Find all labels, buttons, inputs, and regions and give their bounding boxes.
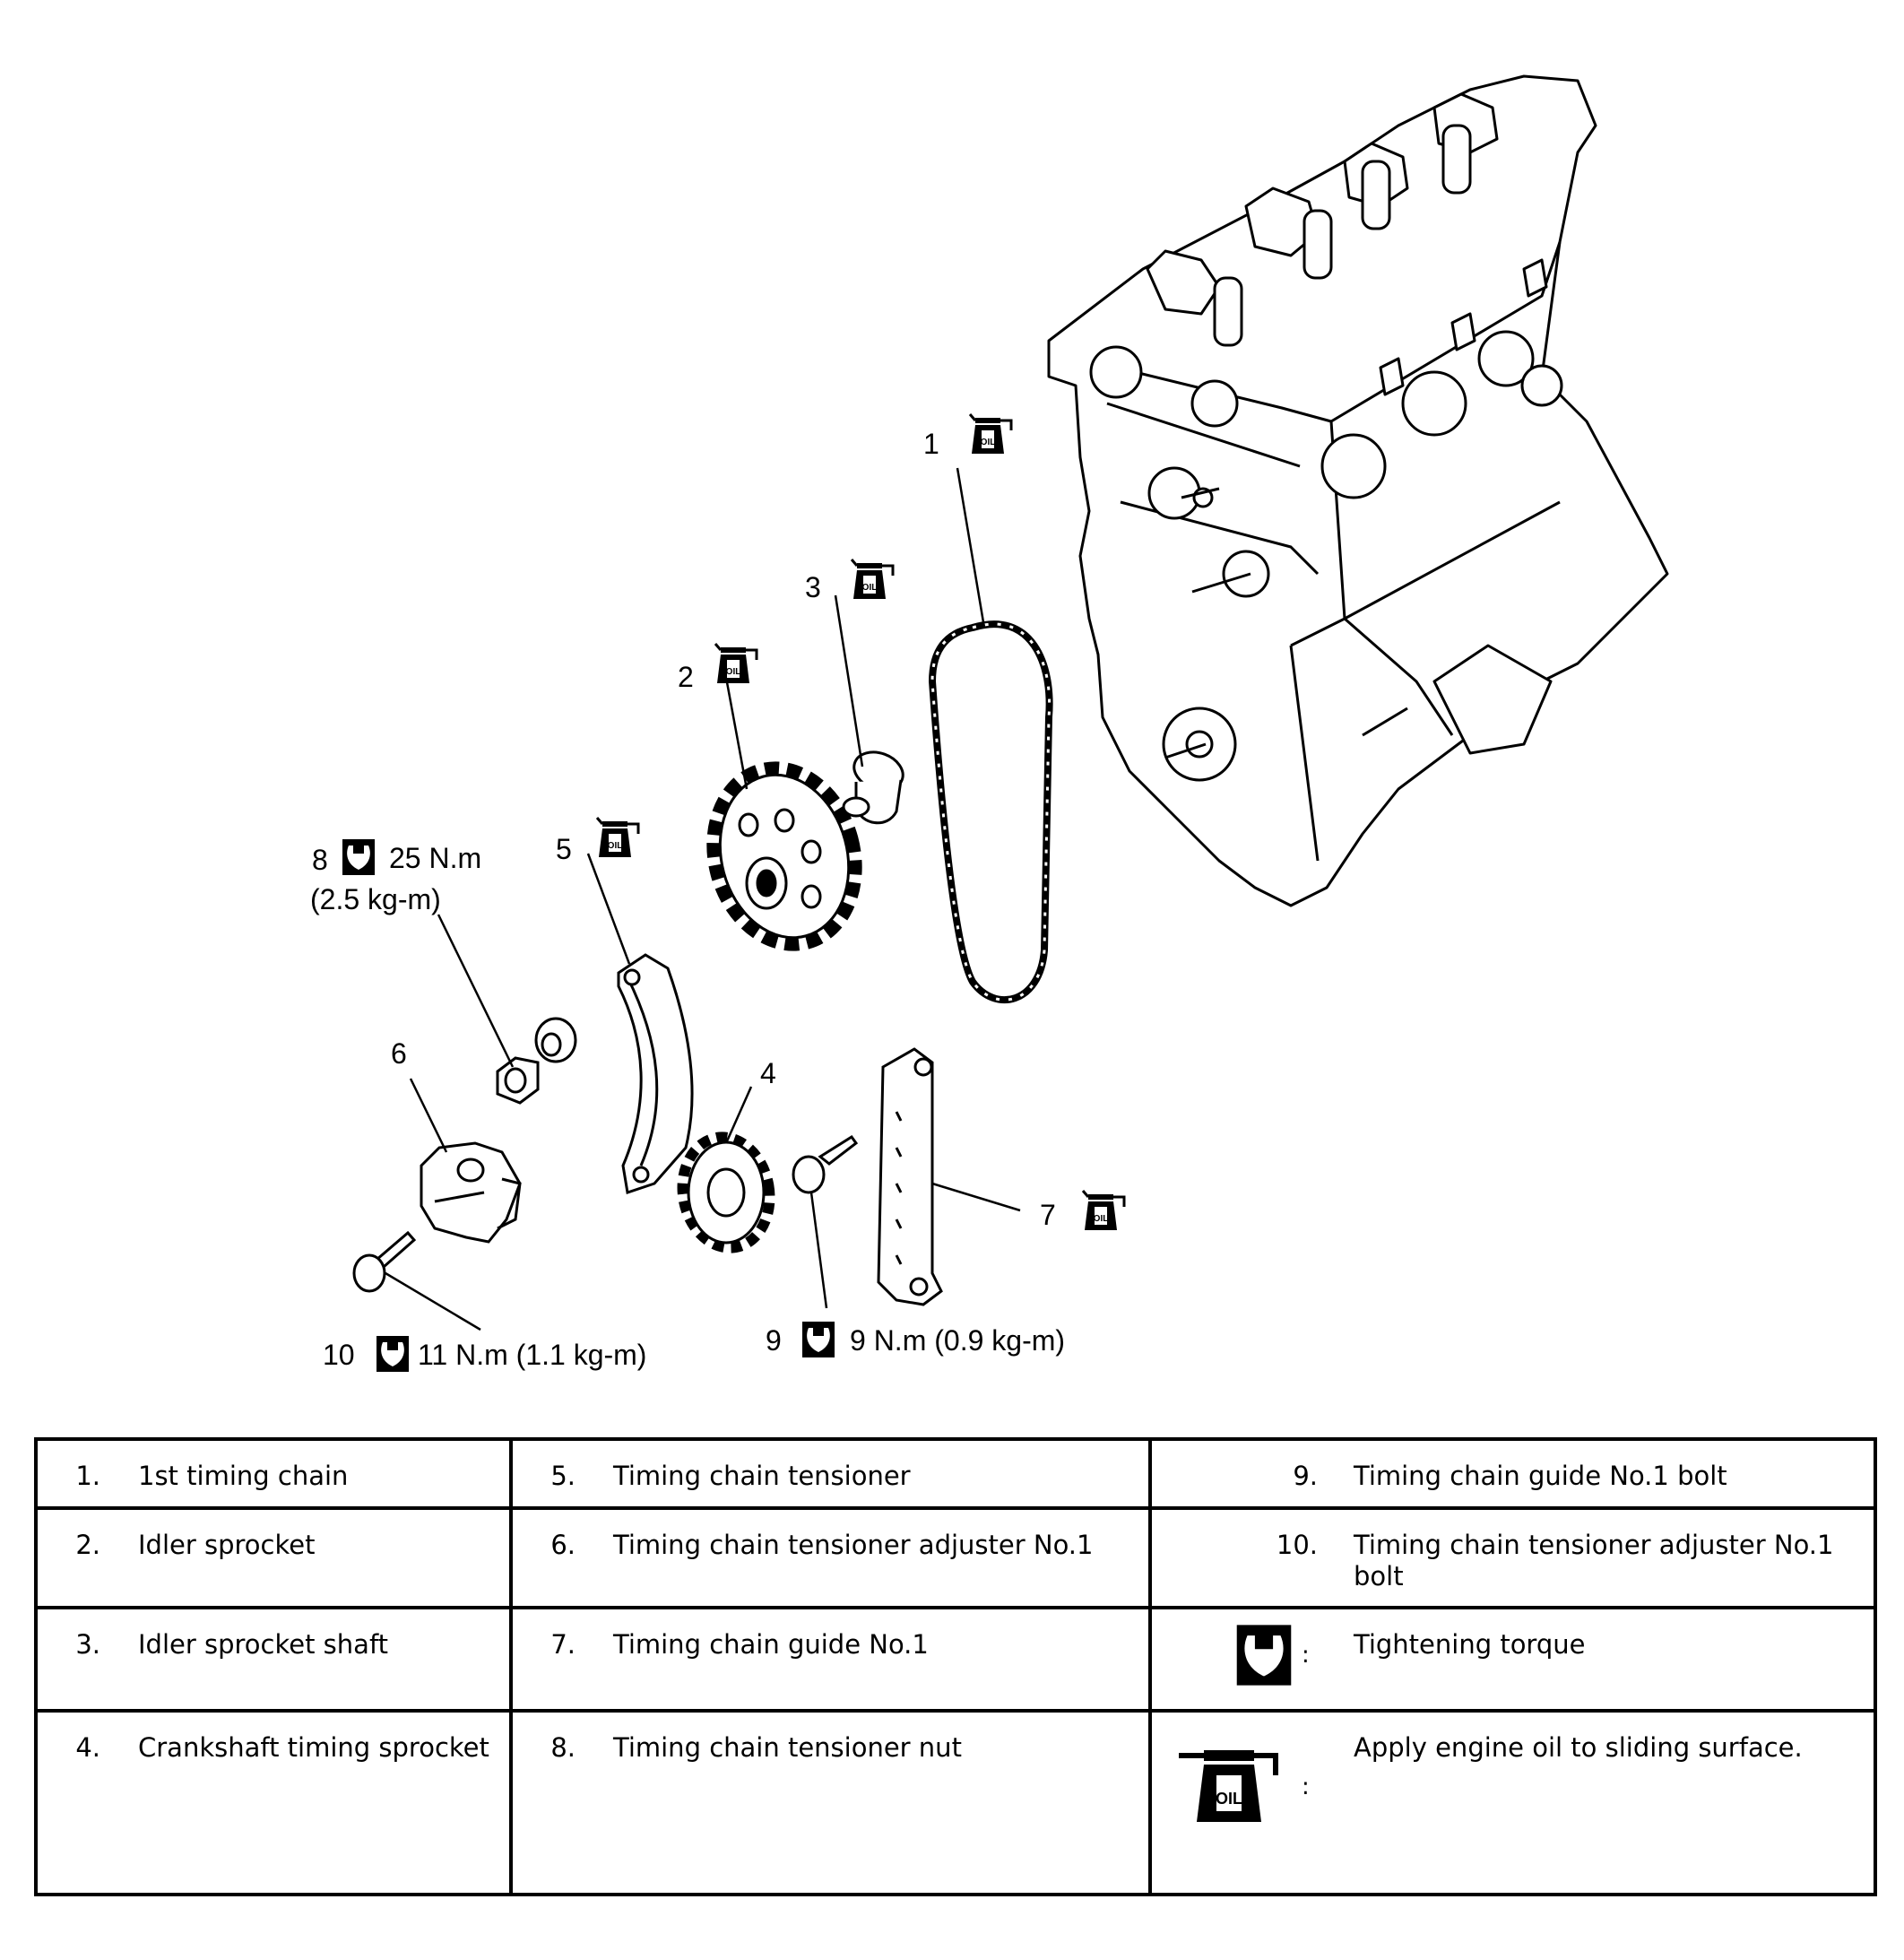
idler-sprocket-shaft	[842, 750, 904, 825]
torque-wrench-icon	[802, 1322, 835, 1357]
legend-colon: :	[1302, 1774, 1310, 1800]
legend-label: Timing chain guide No.1 bolt	[1354, 1461, 1727, 1491]
oil-can-icon	[595, 816, 640, 859]
legend-cell: 7. Timing chain guide No.1	[509, 1606, 1152, 1713]
legend-cell: 1. 1st timing chain	[34, 1437, 513, 1510]
callout-10: 10	[323, 1339, 355, 1371]
callout-5: 5	[556, 833, 572, 865]
legend-number: 9.	[1293, 1461, 1318, 1491]
callout-8: 8	[312, 844, 328, 876]
legend-row: 4. Crankshaft timing sprocket 8. Timing ch…	[34, 1709, 1877, 1896]
legend-label: Timing chain tensioner nut	[613, 1732, 962, 1763]
legend-cell: OIL : Apply engine oil to sliding surfac…	[1148, 1709, 1877, 1896]
legend-number: 1.	[75, 1461, 100, 1491]
torque-spec-9: 9 N.m (0.9 kg-m)	[850, 1324, 1065, 1357]
torque-wrench-icon	[342, 839, 375, 875]
legend-number: 4.	[75, 1732, 100, 1763]
legend-cell: 10. Timing chain tensioner adjuster No.1 …	[1148, 1506, 1877, 1609]
callout-3: 3	[805, 571, 821, 603]
leader-lines	[385, 467, 1021, 1331]
legend-cell: 5. Timing chain tensioner	[509, 1437, 1152, 1510]
legend-label: 1st timing chain	[138, 1461, 349, 1491]
legend-cell: 6. Timing chain tensioner adjuster No.1	[509, 1506, 1152, 1609]
legend-cell: : Tightening torque	[1148, 1606, 1877, 1713]
legend-number: 8.	[550, 1732, 576, 1763]
legend-number: 7.	[550, 1629, 576, 1660]
legend-number: 10.	[1276, 1530, 1318, 1560]
tensioner-nut	[496, 1017, 577, 1105]
legend-label: Timing chain tensioner adjuster No.1	[613, 1530, 1094, 1560]
torque-spec-8-kgm: (2.5 kg-m)	[310, 883, 441, 915]
legend-label: Timing chain tensioner adjuster No.1 bol…	[1354, 1530, 1834, 1591]
oil-can-icon	[714, 642, 758, 685]
legend-cell: 8. Timing chain tensioner nut	[509, 1709, 1152, 1896]
legend-label: Timing chain guide No.1	[613, 1629, 929, 1660]
callout-2: 2	[678, 661, 694, 693]
torque-spec-10: 11 N.m (1.1 kg-m)	[418, 1339, 646, 1371]
legend-row: 3. Idler sprocket shaft 7. Timing chain gu…	[34, 1606, 1877, 1713]
oil-can-icon: OIL	[1179, 1750, 1278, 1822]
oil-can-icon	[1081, 1189, 1126, 1232]
oil-can-icon	[850, 558, 895, 601]
callout-4: 4	[760, 1057, 776, 1089]
svg-text:OIL: OIL	[1216, 1790, 1242, 1808]
legend-cell: 4. Crankshaft timing sprocket	[34, 1709, 513, 1896]
callout-7: 7	[1040, 1199, 1056, 1231]
legend-row: 2. Idler sprocket 6. Timing chain tensione…	[34, 1506, 1877, 1609]
parts-legend-table: 1. 1st timing chain 5. Timing chain tensio…	[34, 1437, 1877, 1896]
legend-label: Timing chain tensioner	[613, 1461, 911, 1491]
legend-label: Idler sprocket	[138, 1530, 316, 1560]
idler-sprocket	[706, 761, 862, 951]
crankshaft-timing-sprocket	[677, 1132, 775, 1253]
legend-icon: :	[1152, 1625, 1318, 1686]
legend-colon: :	[1302, 1642, 1310, 1669]
torque-spec-8: 25 N.m	[389, 842, 481, 874]
adjuster-bolt	[352, 1230, 417, 1293]
legend-label: Idler sprocket shaft	[138, 1629, 389, 1660]
legend-cell: 3. Idler sprocket shaft	[34, 1606, 513, 1713]
legend-icon: OIL :	[1152, 1732, 1318, 1822]
legend-label: Crankshaft timing sprocket	[138, 1732, 489, 1763]
exploded-view-diagram: OIL	[310, 74, 1669, 1372]
legend-row: 1. 1st timing chain 5. Timing chain tensio…	[34, 1437, 1877, 1510]
timing-chain-guide-no1	[877, 1047, 943, 1306]
timing-chain-1	[928, 620, 1053, 1004]
legend-cell: 2. Idler sprocket	[34, 1506, 513, 1609]
legend-label: Tightening torque	[1354, 1629, 1586, 1660]
legend-label: Apply engine oil to sliding surface.	[1354, 1732, 1803, 1763]
legend-cell: 9. Timing chain guide No.1 bolt	[1148, 1437, 1877, 1510]
torque-wrench-icon	[376, 1336, 409, 1372]
tensioner-adjuster-no1	[420, 1141, 522, 1244]
oil-can-icon	[968, 412, 1013, 455]
timing-chain-tensioner	[617, 953, 694, 1194]
callout-1: 1	[923, 428, 939, 460]
legend-number: 5.	[550, 1461, 576, 1491]
torque-wrench-icon	[1236, 1625, 1292, 1686]
legend-number: 3.	[75, 1629, 100, 1660]
guide-bolt	[792, 1134, 859, 1194]
legend-number: 2.	[75, 1530, 100, 1560]
callout-6: 6	[391, 1037, 407, 1070]
engine-block	[1047, 74, 1669, 907]
legend-number: 6.	[550, 1530, 576, 1560]
callout-9: 9	[766, 1324, 782, 1357]
